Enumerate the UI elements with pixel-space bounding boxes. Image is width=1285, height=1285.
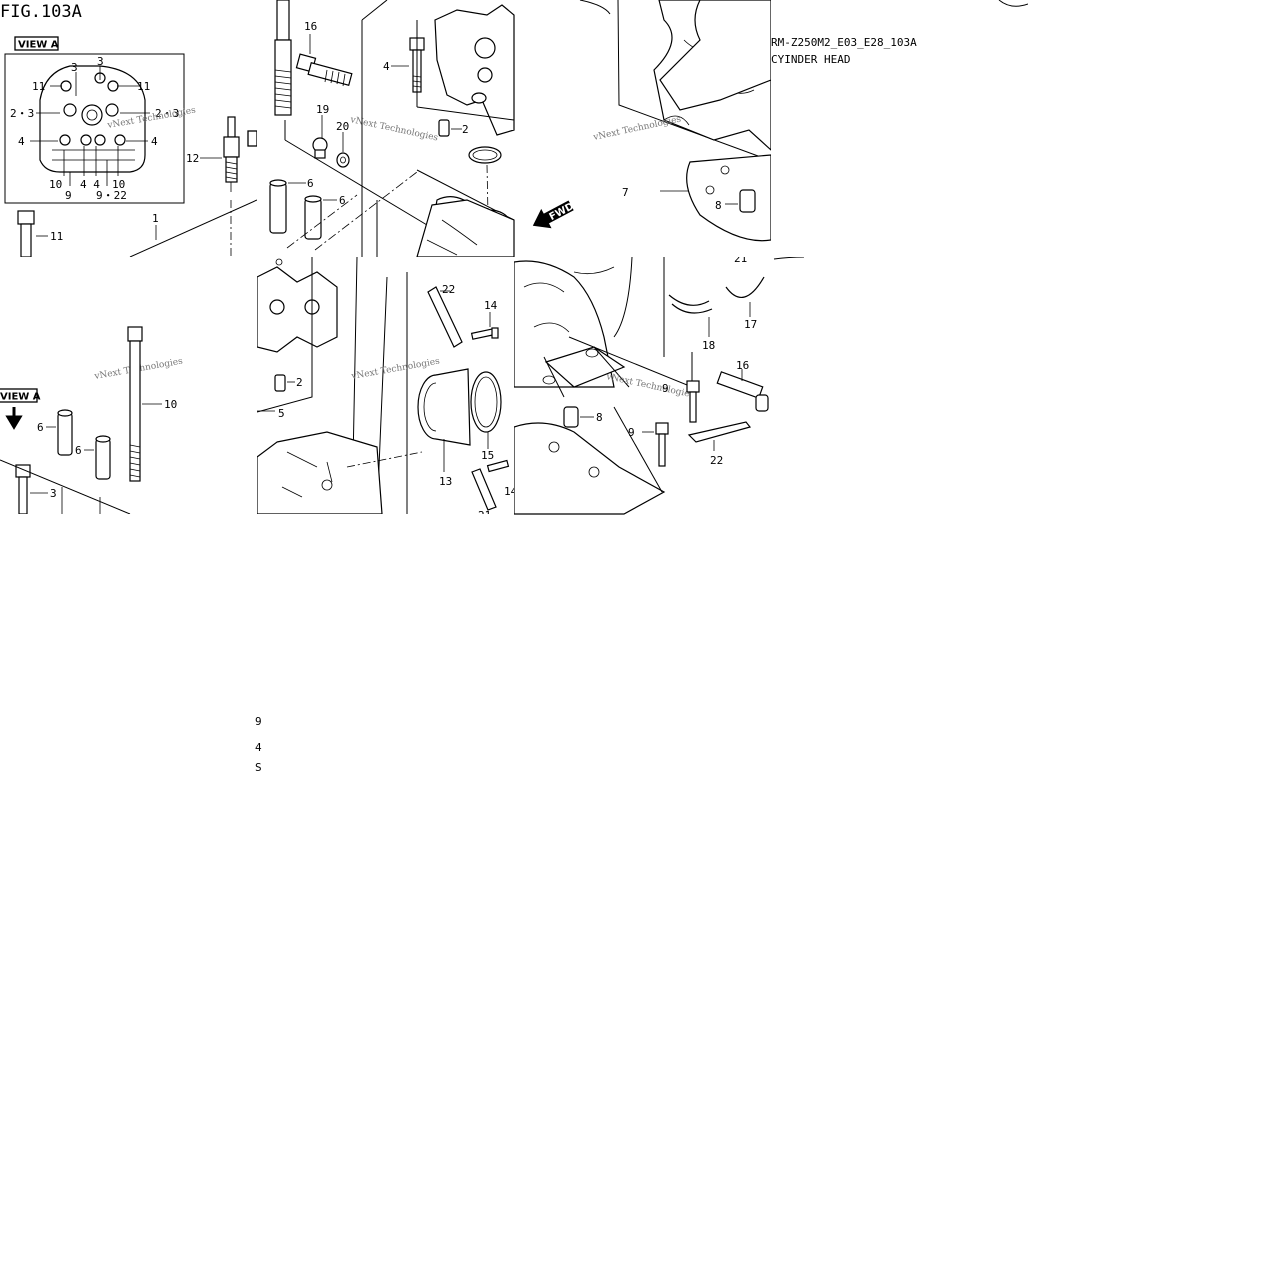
callout-8: 8: [596, 411, 603, 424]
callout-11: 11: [32, 80, 45, 93]
callout-11: 11: [137, 80, 150, 93]
callout-18: 18: [702, 339, 715, 352]
callout-13: 13: [439, 475, 452, 488]
figure-title: FIG.103A: [0, 2, 82, 22]
stud-bolt-part-10: [127, 326, 143, 482]
bolt-part-14: [470, 327, 499, 340]
dowel-pin-part-8: [739, 189, 756, 213]
callout-4: 4: [18, 135, 25, 148]
view-a-frame: [4, 53, 185, 204]
callout-14: 14: [484, 299, 498, 312]
callout-20: 20: [336, 120, 349, 133]
view-a-label: VIEW A: [18, 40, 59, 51]
dowel-pin-part-2: [274, 374, 286, 392]
cam-housing: [257, 266, 338, 353]
head-casting-lower: [544, 346, 626, 388]
callout-10: 10: [112, 178, 125, 191]
diagram-tile-view-a-detail: vNext Technologies 10 VIEW A 6 6 3: [0, 257, 257, 514]
callout-21: 21: [734, 257, 747, 265]
view-a-box: [0, 388, 38, 403]
diagram-tile-gasket: 7 8: [620, 0, 771, 257]
diagram-tile-valve-guides: 16 19 20 vNext Technologies 6 6: [257, 0, 514, 257]
callout-9: 9: [662, 382, 669, 395]
bolt-part-11: [17, 210, 35, 257]
bolt-part-16: [295, 53, 353, 87]
callout-2: 2: [296, 376, 303, 389]
callout-22: 22: [710, 454, 723, 467]
view-a-box: [14, 36, 59, 51]
valve-guide-part-6: [57, 409, 73, 456]
callout-6: 6: [37, 421, 44, 434]
bolt-hole: [60, 80, 72, 92]
diagram-tile-view-a-overview: FIG.103A VIEW A 3 3 11 11 2・3 2・3 4 4 10…: [0, 0, 257, 257]
spark-plug-part: [223, 116, 240, 192]
callout-19: 19: [316, 103, 329, 116]
washer-part-20: [336, 152, 350, 168]
fragment-label: 4: [255, 741, 262, 754]
fragment-label: 9: [255, 715, 262, 728]
diagram-tile-gasket-rings: 8 vNext Technologies 18 17 21 16 9 9 22: [514, 257, 804, 517]
valve-guide-part-6: [269, 179, 287, 234]
cylinder-head-casting: [257, 431, 383, 514]
bracket-part-21: [471, 468, 497, 511]
callout-11: 11: [50, 230, 63, 243]
bracket-part-22: [687, 421, 752, 443]
valve-guide-part-6: [304, 195, 322, 240]
fragment-label: S: [255, 761, 262, 774]
bracket-part-22: [427, 286, 463, 348]
diagram-tile-title-block: RM-Z250M2_E03_E28_103A CYINDER HEAD: [771, 0, 1028, 257]
bolt-part-14: [486, 459, 510, 473]
intake-pipe-part-13: [417, 368, 471, 446]
stud-bolt-part: [274, 0, 292, 116]
callout-5: 5: [278, 407, 285, 420]
bolt-part-9: [686, 380, 700, 423]
callout-16: 16: [304, 20, 317, 33]
callout-4: 4: [151, 135, 158, 148]
diagram-tile-intake: 22 14 13 15 14 21: [400, 257, 518, 514]
callout-16: 16: [736, 359, 749, 372]
bolt-part-3: [15, 464, 31, 514]
callout-9: 9: [628, 426, 635, 439]
dowel-pin-part-8: [563, 406, 579, 428]
diagram-tile-cylinder-side: 2 5 vNext Technologies: [257, 257, 514, 514]
callout-2-3: 2・3: [155, 107, 179, 120]
callout-22: 22: [442, 283, 455, 296]
callout-8: 8: [715, 199, 722, 212]
callout-10: 10: [164, 398, 177, 411]
callout-1: 1: [152, 212, 159, 225]
valve-guide-part-6: [95, 435, 111, 480]
callout-3: 3: [50, 487, 57, 500]
callout-2-3: 2・3: [10, 107, 34, 120]
callout-7: 7: [622, 186, 629, 199]
callout-9-22: 9・22: [96, 189, 127, 202]
view-a-label: VIEW A: [0, 392, 41, 403]
callout-15: 15: [481, 449, 494, 462]
callout-6: 6: [307, 177, 314, 190]
spark-plug-bore: [81, 104, 103, 126]
callout-9: 9: [65, 189, 72, 202]
callout-3: 3: [97, 55, 104, 68]
arrow-down-icon: [5, 407, 23, 430]
piston-ring-part-18: [668, 294, 710, 306]
head-gasket-part-7: [514, 422, 666, 515]
figure-code: RM-Z250M2_E03_E28_103A: [771, 36, 917, 49]
callout-3: 3: [71, 61, 78, 74]
callout-4-4: 4 4: [80, 178, 100, 191]
fragment-labels: 9 4 S: [253, 710, 265, 776]
callout-21: 21: [478, 509, 491, 514]
callout-6: 6: [75, 444, 82, 457]
callout-10: 10: [49, 178, 62, 191]
figure-name: CYINDER HEAD: [771, 53, 850, 66]
callout-17: 17: [744, 318, 757, 331]
callout-12: 12: [186, 152, 199, 165]
bolt-part-9: [655, 422, 669, 467]
piston-ring-part-17: [725, 276, 765, 298]
clamp-part-15: [470, 371, 502, 433]
head-gasket-part-7: [686, 154, 771, 242]
callout-6: 6: [339, 194, 346, 207]
